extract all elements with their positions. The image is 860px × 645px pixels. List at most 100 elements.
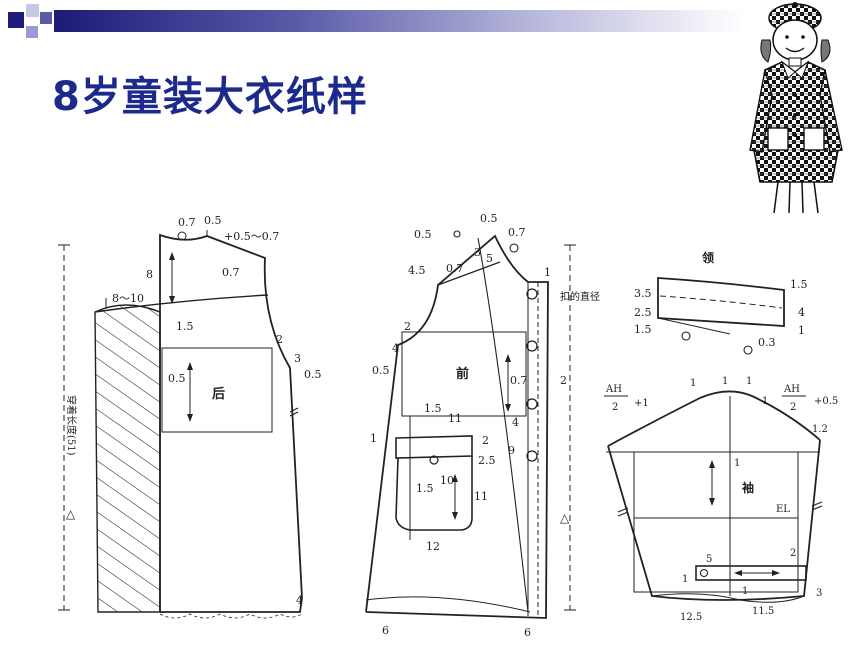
collar-labels: 领 3.5 2.5 1.5 1.5 4 1 0.3 [634,250,808,349]
front-dim: 2 [560,374,567,387]
front-dim: 0.7 [446,262,464,275]
back-dim: 0.7 [222,266,240,279]
front-dim: 12 [426,540,440,553]
front-dim: 0.5 [414,228,432,241]
sleeve-dim: 1 [682,574,688,585]
sleeve-cuff-strip [695,565,807,581]
sleeve-dim: EL [776,504,790,515]
collar-dim: 2.5 [634,306,652,319]
button-mark [526,288,538,300]
collar-dim: 0.3 [758,336,776,349]
collar-dim: 1.5 [790,278,808,291]
collar-dim: 1.5 [634,323,652,336]
front-panel-label: 前 [456,366,469,382]
collar-dim: 1 [798,324,805,337]
sleeve-dim: 2 [790,548,796,559]
front-dim: 10 [440,474,454,487]
collar-dim: 4 [798,306,805,319]
deco-square [8,12,24,28]
back-dim: 8 [146,268,153,281]
front-dim: 4 [392,342,399,355]
sleeve-dim: 3 [816,588,822,599]
back-panel [58,230,303,619]
back-dim: +0.5～0.7 [224,230,279,243]
front-dim: 2 [482,434,489,447]
sleeve-dim: +0.5 [814,396,838,407]
front-dim: 1.5 [424,402,442,415]
back-dim: 8～10 [112,292,144,305]
collar-dim: 3.5 [634,287,652,300]
back-dim: 3 [294,352,301,365]
front-dim: 4.5 [408,264,426,277]
back-panel-label: 后 [212,386,225,402]
back-triangle-mark: △ [66,507,76,521]
deco-square [26,26,38,38]
sleeve-dim: 1.2 [812,424,828,435]
back-length-label: 穿着长度(51) [65,395,78,456]
front-dim: 0.5 [480,212,498,225]
child-coat-illustration [749,2,843,214]
back-hatch-area [94,304,161,613]
back-dim: 0.5 [204,214,222,227]
front-pocket-flap [395,435,473,459]
front-dim: 4 [512,416,519,429]
front-pocket-bag [395,456,473,531]
sleeve-dim: 1 [734,458,740,469]
front-dim: 0.7 [510,374,528,387]
button-mark [429,455,439,465]
front-dim: 3 [474,246,481,259]
front-dim: 11 [474,490,488,503]
back-dim: 0.5 [168,372,186,385]
header-gradient-bar [54,10,744,32]
front-dim: 5 [486,252,493,265]
back-dim: 0.5 [304,368,322,381]
sleeve-dim: 2 [790,402,796,413]
button-mark [526,450,538,462]
sleeve-dim: 2 [612,402,618,413]
collar-piece [657,277,785,355]
front-dim: 2.5 [478,454,496,467]
page-title: 8岁童装大衣纸样 [52,74,368,120]
front-dim: 11 [448,412,462,425]
back-dim: 2 [276,333,283,346]
front-panel-labels: 0.5 0.7 0.5 4.5 0.7 3 5 1 扣的直径 2 4 0.5 前… [370,212,600,639]
button-mark [526,340,538,352]
back-panel-labels: 0.7 0.5 +0.5～0.7 0.7 8 8～10 1.5 2 3 0.5 … [65,214,322,607]
sleeve-dim: AH [783,384,800,395]
sleeve-dim: 1 [690,378,696,389]
back-dim: 0.7 [178,216,196,229]
sleeve-dim: AH [605,384,622,395]
front-dim: 9 [508,444,515,457]
button-mark [526,398,538,410]
sleeve-dim: 5 [706,554,712,565]
front-dim: 6 [524,626,531,639]
collar-label: 领 [702,250,714,265]
front-dim: 1.5 [416,482,434,495]
deco-square [26,4,39,17]
deco-square [40,12,52,24]
back-dim: 1.5 [176,320,194,333]
sleeve-dim: 1 [722,376,728,387]
back-dim: 4 [296,594,303,607]
sleeve-dim: 12.5 [680,612,702,623]
sleeve-dim: 1 [746,376,752,387]
front-button-note: 扣的直径 [560,290,600,303]
sleeve-dim: 1 [742,586,748,597]
front-dim: 6 [382,624,389,637]
front-panel [365,230,576,619]
sleeve-label: 袖 [742,480,754,495]
sleeve-piece [604,390,823,603]
front-dim: 2 [404,320,411,333]
header-decoration [0,0,860,48]
front-dim: 0.7 [508,226,526,239]
front-dim: 0.5 [372,364,390,377]
sleeve-dim: 11.5 [752,606,774,617]
sleeve-labels: AH 2 +1 AH 2 +0.5 1 1 1 1 1.2 1 袖 EL 5 2… [605,376,838,623]
sleeve-dim: 1 [762,396,768,407]
front-dim: 1 [370,432,377,445]
sleeve-dim: +1 [634,398,649,409]
front-dim: 1 [544,266,551,279]
front-triangle-mark: △ [560,511,570,525]
